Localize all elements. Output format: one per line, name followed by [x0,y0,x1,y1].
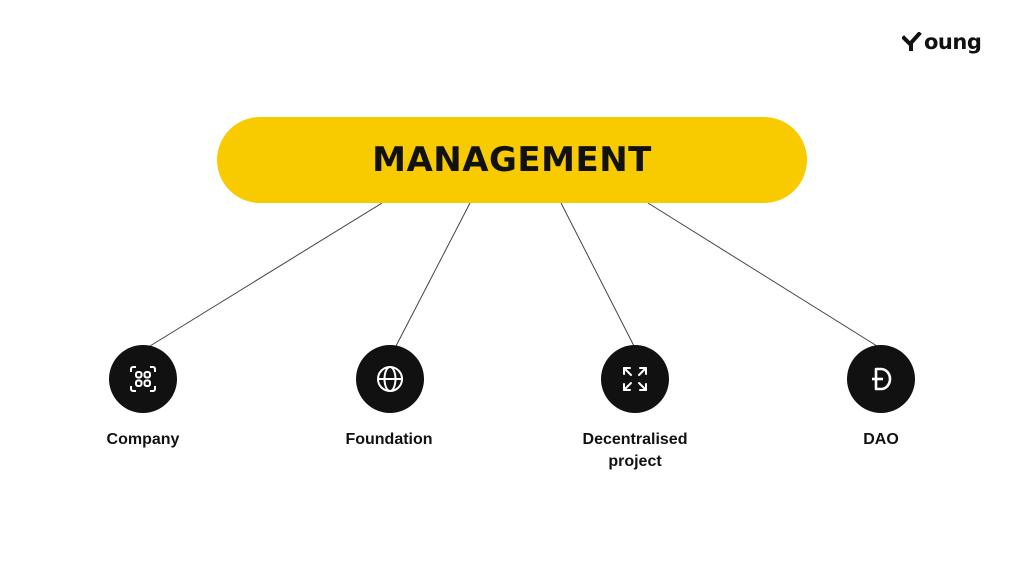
globe-icon [377,366,403,392]
connector-dao [647,202,878,347]
dao-node-icon [847,345,915,413]
expand-arrows-icon [623,367,647,391]
connector-company [149,202,383,347]
decentralised-label: Decentralised project [582,431,688,470]
dao-label: DAO [863,431,899,448]
connector-decentralised [560,202,635,347]
logo-text: oung [924,30,982,54]
management-pill: MANAGEMENT [217,117,807,203]
management-title: MANAGEMENT [372,140,652,180]
foundation-label: Foundation [345,431,433,448]
check-y-icon [902,32,922,51]
foundation-node-icon [356,345,424,413]
decentralised-node-icon [601,345,669,413]
company-node-icon [109,345,177,413]
company-label: Company [106,431,180,448]
brand-logo: oung [902,30,982,54]
dogecoin-d-icon [872,367,892,391]
connector-foundation [395,202,471,347]
company-grid-icon [130,366,156,392]
